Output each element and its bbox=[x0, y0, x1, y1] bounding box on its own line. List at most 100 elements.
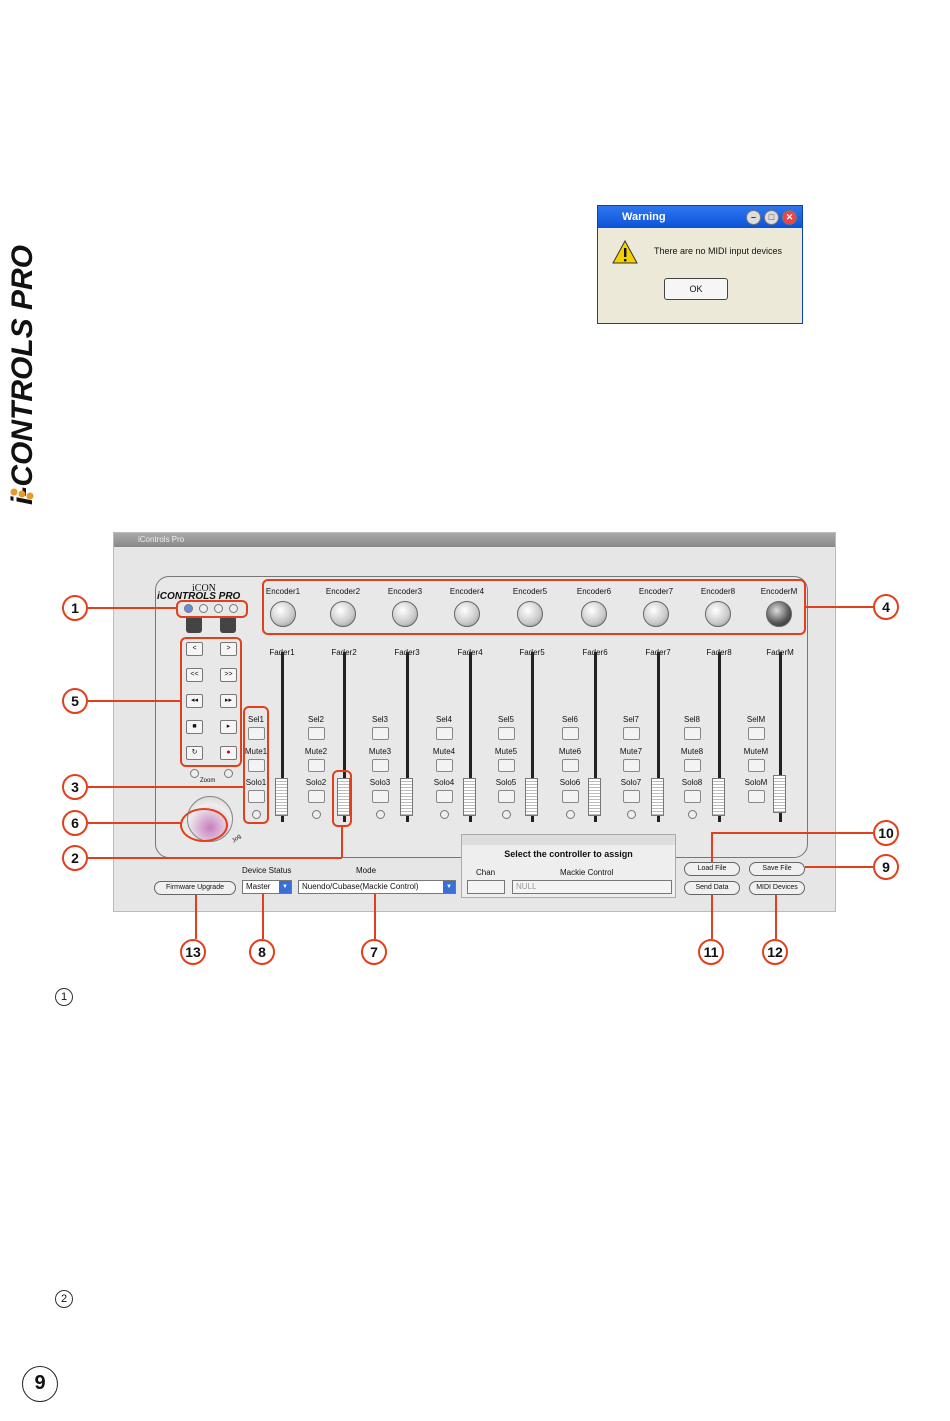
firmware-upgrade-button[interactable]: Firmware Upgrade bbox=[154, 881, 236, 895]
fader-cap-7[interactable] bbox=[651, 778, 664, 816]
solo-button-3[interactable] bbox=[372, 790, 389, 803]
section-marker-1: 1 bbox=[55, 988, 73, 1006]
solo-button-9[interactable] bbox=[748, 790, 765, 803]
encoder-knob-3[interactable] bbox=[392, 601, 418, 627]
encoder-knob-7[interactable] bbox=[643, 601, 669, 627]
icon-logo: iCON bbox=[192, 583, 216, 594]
ok-button[interactable]: OK bbox=[664, 278, 728, 300]
callout-7: 7 bbox=[361, 939, 387, 965]
mute-button-7[interactable] bbox=[623, 759, 640, 772]
encoder-knob-4[interactable] bbox=[454, 601, 480, 627]
callout-11: 11 bbox=[698, 939, 724, 965]
encoder-knob-2[interactable] bbox=[330, 601, 356, 627]
sel-button-8[interactable] bbox=[684, 727, 701, 740]
fader-cap-9[interactable] bbox=[773, 775, 786, 813]
sel-button-6[interactable] bbox=[562, 727, 579, 740]
close-icon[interactable]: ✕ bbox=[782, 210, 797, 225]
send-data-button[interactable]: Send Data bbox=[684, 881, 740, 895]
mute-button-9[interactable] bbox=[748, 759, 765, 772]
solo-button-6[interactable] bbox=[562, 790, 579, 803]
sel-button-1[interactable] bbox=[248, 727, 265, 740]
channel-led-2 bbox=[312, 810, 321, 819]
solo-button-7[interactable] bbox=[623, 790, 640, 803]
fader-cap-3[interactable] bbox=[400, 778, 413, 816]
fader-cap-2[interactable] bbox=[337, 778, 350, 816]
sel-button-9[interactable] bbox=[748, 727, 765, 740]
fader-cap-4[interactable] bbox=[463, 778, 476, 816]
layer-button-left[interactable] bbox=[186, 616, 202, 633]
encoder-label: Encoder7 bbox=[638, 587, 674, 596]
solo-button-5[interactable] bbox=[498, 790, 515, 803]
layer-radio-2[interactable] bbox=[199, 604, 208, 613]
mute-button-4[interactable] bbox=[436, 759, 453, 772]
highlight-jog bbox=[180, 808, 228, 842]
layer-radio-3[interactable] bbox=[214, 604, 223, 613]
callout-13: 13 bbox=[180, 939, 206, 965]
device-status-select[interactable]: Master▼ bbox=[242, 880, 292, 894]
maximize-icon[interactable]: □ bbox=[764, 210, 779, 225]
solo-button-8[interactable] bbox=[684, 790, 701, 803]
play-button[interactable]: ▸ bbox=[220, 720, 237, 734]
midi-devices-button[interactable]: MIDI Devices bbox=[749, 881, 805, 895]
mackie-control-select[interactable]: NULL bbox=[512, 880, 672, 894]
encoder-label: Encoder8 bbox=[700, 587, 736, 596]
callout-line-5 bbox=[88, 700, 180, 702]
encoder-knob-8[interactable] bbox=[705, 601, 731, 627]
solo-label: Solo7 bbox=[620, 778, 642, 787]
sel-button-7[interactable] bbox=[623, 727, 640, 740]
fader-cap-5[interactable] bbox=[525, 778, 538, 816]
fader-cap-6[interactable] bbox=[588, 778, 601, 816]
chevron-down-icon[interactable]: ▼ bbox=[279, 881, 291, 893]
sel-button-3[interactable] bbox=[372, 727, 389, 740]
prev-button[interactable]: < bbox=[186, 642, 203, 656]
next-button[interactable]: > bbox=[220, 642, 237, 656]
encoder-knob-5[interactable] bbox=[517, 601, 543, 627]
channel-led-1 bbox=[252, 810, 261, 819]
encoder-knob-9[interactable] bbox=[766, 601, 792, 627]
layer-button-right[interactable] bbox=[220, 616, 236, 633]
fader-track-8 bbox=[718, 652, 721, 822]
mute-button-2[interactable] bbox=[308, 759, 325, 772]
minimize-icon[interactable]: – bbox=[746, 210, 761, 225]
callout-2: 2 bbox=[62, 845, 88, 871]
mute-button-5[interactable] bbox=[498, 759, 515, 772]
encoder-knob-1[interactable] bbox=[270, 601, 296, 627]
forward-button[interactable]: ▸▸ bbox=[220, 694, 237, 708]
solo-button-1[interactable] bbox=[248, 790, 265, 803]
page-number: 9 bbox=[22, 1366, 58, 1402]
assign-title: Select the controller to assign bbox=[504, 849, 633, 859]
mute-button-6[interactable] bbox=[562, 759, 579, 772]
solo-button-4[interactable] bbox=[436, 790, 453, 803]
mute-button-8[interactable] bbox=[684, 759, 701, 772]
mute-button-1[interactable] bbox=[248, 759, 265, 772]
layer-radio-1[interactable] bbox=[184, 604, 193, 613]
sel-button-5[interactable] bbox=[498, 727, 515, 740]
encoder-knob-6[interactable] bbox=[581, 601, 607, 627]
mute-label: MuteM bbox=[743, 747, 769, 756]
stop-button[interactable]: ■ bbox=[186, 720, 203, 734]
solo-button-2[interactable] bbox=[308, 790, 325, 803]
chan-select[interactable] bbox=[467, 880, 505, 894]
fader-cap-1[interactable] bbox=[275, 778, 288, 816]
callout-line-2v bbox=[341, 827, 343, 858]
layer-radio-4[interactable] bbox=[229, 604, 238, 613]
dialog-title: Warning bbox=[622, 211, 666, 223]
save-file-button[interactable]: Save File bbox=[749, 862, 805, 876]
record-button[interactable]: ● bbox=[220, 746, 237, 760]
sel-button-4[interactable] bbox=[436, 727, 453, 740]
bank-prev-button[interactable]: << bbox=[186, 668, 203, 682]
rewind-button[interactable]: ◂◂ bbox=[186, 694, 203, 708]
load-file-button[interactable]: Load File bbox=[684, 862, 740, 876]
mute-label: Mute7 bbox=[619, 747, 643, 756]
mode-select[interactable]: Nuendo/Cubase(Mackie Control)▼ bbox=[298, 880, 456, 894]
loop-button[interactable]: ↻ bbox=[186, 746, 203, 760]
fader-track-6 bbox=[594, 652, 597, 822]
sel-button-2[interactable] bbox=[308, 727, 325, 740]
fader-cap-8[interactable] bbox=[712, 778, 725, 816]
chevron-down-icon[interactable]: ▼ bbox=[443, 881, 455, 893]
channel-led-8 bbox=[688, 810, 697, 819]
zoom-label: Zoom bbox=[200, 778, 216, 784]
mute-button-3[interactable] bbox=[372, 759, 389, 772]
highlight-strip1-buttons bbox=[243, 706, 269, 824]
bank-next-button[interactable]: >> bbox=[220, 668, 237, 682]
